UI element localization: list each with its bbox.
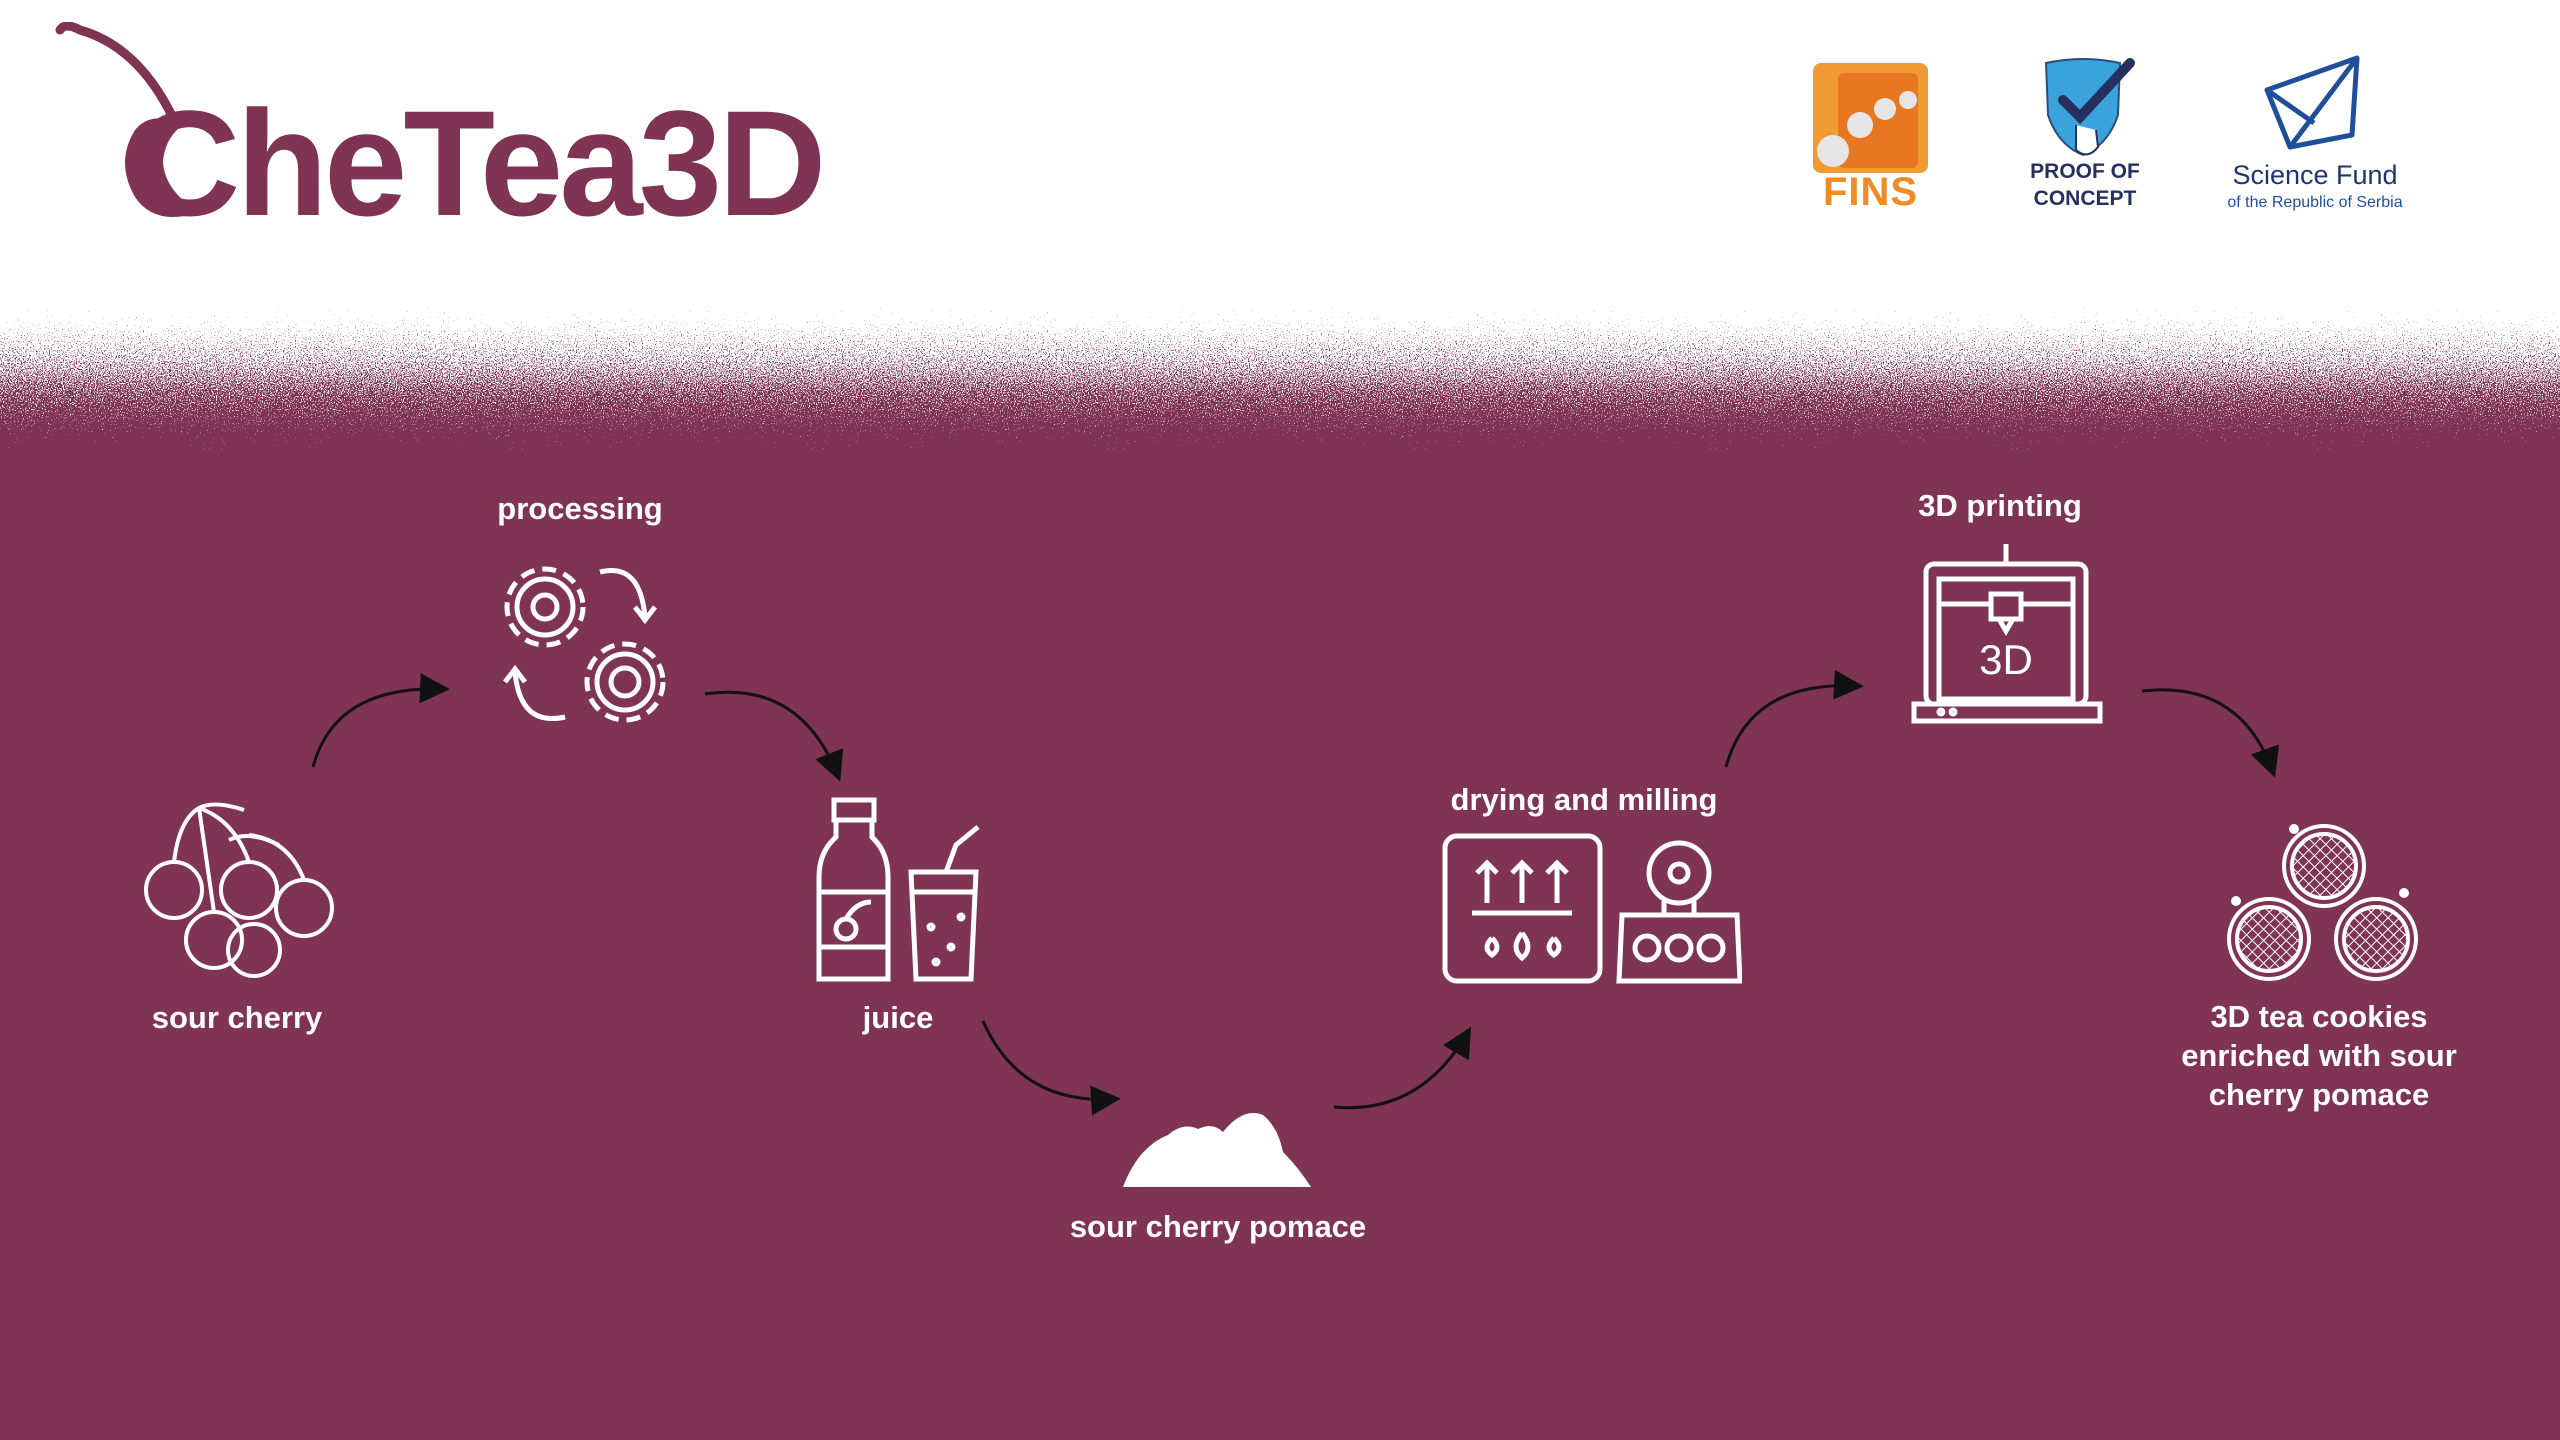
- label-cookies: 3D tea cookies enriched with sour cherry…: [2181, 997, 2457, 1114]
- label-processing: processing: [497, 491, 663, 526]
- label-sour-cherry: sour cherry: [151, 1000, 323, 1035]
- arrow-6: [2141, 688, 2280, 778]
- processing-gears-icon: [503, 566, 666, 723]
- sour-cherry-icon: [144, 802, 334, 978]
- logo-text: CheTea3D: [132, 79, 826, 247]
- cookies-line-3: cherry pomace: [2208, 1077, 2430, 1112]
- poc-line-2: CONCEPT: [2033, 187, 2137, 210]
- drying-milling-icon: [1442, 833, 1742, 984]
- pomace-pile-icon: [1123, 1113, 1311, 1187]
- label-juice: juice: [862, 1000, 934, 1035]
- fins-logo-icon: [1813, 63, 1928, 173]
- cherry-logo-icon: [55, 22, 200, 217]
- poc-line-1: PROOF OF: [2030, 160, 2140, 183]
- arrow-5: [1724, 669, 1864, 768]
- proof-of-concept-shield-icon: [2044, 58, 2135, 157]
- label-3d-printing: 3D printing: [1918, 488, 2082, 523]
- arrow-2: [704, 690, 844, 782]
- cookies-line-2: enriched with sour: [2181, 1038, 2457, 1073]
- proof-of-concept-text: PROOF OF CONCEPT: [2010, 158, 2160, 212]
- science-fund-subtext: of the Republic of Serbia: [2227, 194, 2403, 211]
- arrow-3: [981, 1020, 1121, 1116]
- juice-bottle-glass-icon: [816, 797, 980, 982]
- science-fund-plane-icon: [2264, 55, 2360, 150]
- tea-cookies-icon: [2227, 824, 2418, 981]
- svg-text:3D: 3D: [1979, 636, 2033, 683]
- arrow-1: [311, 673, 450, 768]
- label-drying-milling: drying and milling: [1450, 782, 1718, 817]
- cookies-line-1: 3D tea cookies: [2210, 999, 2428, 1034]
- science-fund-text: Science Fund: [2232, 160, 2398, 190]
- 3d-printer-icon: 3D: [1911, 544, 2103, 724]
- label-pomace: sour cherry pomace: [1069, 1209, 1367, 1244]
- fins-logo-text: FINS: [1822, 170, 1919, 214]
- arrow-4: [1333, 1026, 1472, 1110]
